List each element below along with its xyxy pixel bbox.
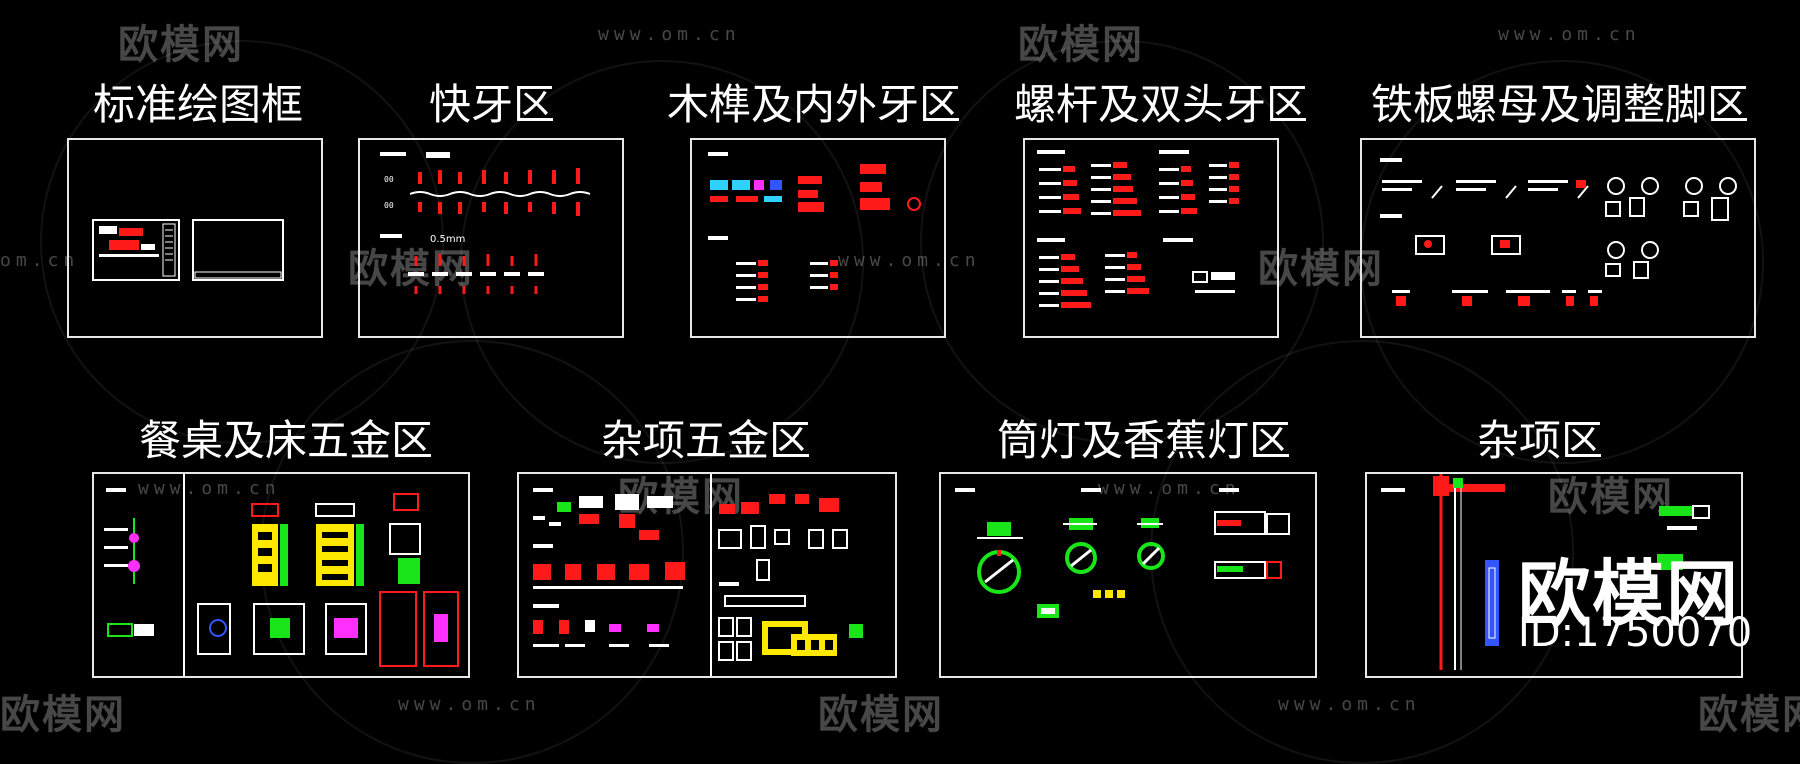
watermark-logo: 欧模网 (1018, 22, 1144, 68)
watermark-url: www.om.cn (138, 478, 281, 499)
cad-drawing (1037, 150, 1239, 308)
cad-drawing (1380, 158, 1737, 306)
brand-logo-text: 欧模网 (1518, 552, 1741, 636)
section-title-misc: 杂项区 (1476, 416, 1604, 465)
section-title-table-bed: 餐桌及床五金区 (138, 416, 434, 465)
watermark-circle (40, 40, 444, 444)
watermark-url: www.om.cn (1498, 24, 1641, 45)
cad-frame-table-bed[interactable] (92, 472, 470, 678)
watermark-url: www.om.cn (1098, 478, 1241, 499)
cad-frame-drawing-frame[interactable] (67, 138, 323, 338)
cad-frame-screw-rod[interactable] (1023, 138, 1279, 338)
cad-drawing: 00 00 0.5mm (380, 152, 591, 294)
thread-pitch-label: 0.5mm (430, 234, 465, 245)
watermark-url: www.om.cn (598, 24, 741, 45)
cad-drawing (708, 152, 921, 302)
cad-frame-quick-thread[interactable]: 00 00 0.5mm (358, 138, 624, 338)
watermark-url: om.cn (0, 250, 80, 271)
section-title-drawing-frame: 标准绘图框 (92, 80, 304, 129)
cad-frame-downlight[interactable] (939, 472, 1317, 678)
svg-text:00: 00 (384, 201, 394, 210)
section-title-wood-dowel: 木榫及内外牙区 (666, 80, 962, 129)
watermark-circle (920, 40, 1324, 444)
watermark-url: www.om.cn (398, 694, 541, 715)
svg-text:00: 00 (384, 175, 394, 184)
cad-frame-misc[interactable] (1365, 472, 1743, 678)
section-title-iron-plate-nut: 铁板螺母及调整脚区 (1370, 80, 1750, 129)
section-title-screw-rod: 螺杆及双头牙区 (1013, 80, 1309, 129)
watermark-logo: 欧模网 (348, 246, 474, 292)
section-title-downlight: 筒灯及香蕉灯区 (996, 416, 1292, 465)
watermark-logo: 欧模网 (1548, 474, 1674, 520)
cad-frame-wood-dowel[interactable] (690, 138, 946, 338)
model-id-label: ID:1750070 (1518, 610, 1753, 656)
watermark-url: www.om.cn (838, 250, 981, 271)
watermark-logo: 欧模网 (818, 692, 944, 738)
cad-frame-misc-hardware[interactable] (517, 472, 897, 678)
cad-drawing (955, 488, 1290, 618)
cad-drawing (1381, 474, 1710, 670)
cad-frame-iron-plate-nut[interactable] (1360, 138, 1756, 338)
watermark-logo: 欧模网 (0, 692, 126, 738)
section-title-misc-hardware: 杂项五金区 (600, 416, 812, 465)
section-title-quick-thread: 快牙区 (428, 80, 556, 129)
cad-drawing (104, 474, 459, 676)
watermark-logo: 欧模网 (1698, 692, 1800, 738)
cad-drawing (533, 474, 863, 676)
cad-drawing (92, 219, 284, 281)
watermark-logo: 欧模网 (118, 22, 244, 68)
watermark-url: www.om.cn (1278, 694, 1421, 715)
